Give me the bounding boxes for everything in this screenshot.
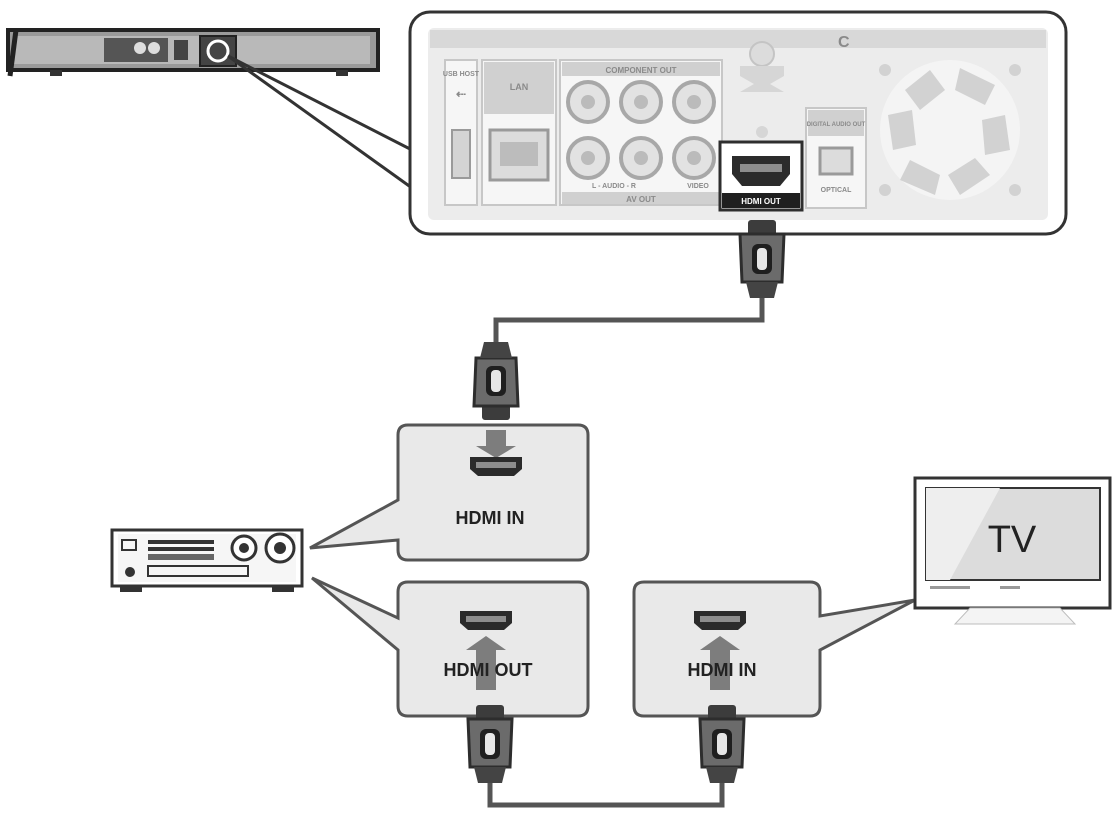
receiver-hdmi-in-callout: HDMI IN: [309, 423, 590, 562]
hdmi-cable-receiver-to-tv: [487, 780, 725, 808]
panel-screw: [740, 41, 784, 138]
receiver-hdmi-in-label: HDMI IN: [456, 508, 525, 528]
hdmi-cable-player-to-receiver: [493, 292, 765, 345]
component-av-section: COMPONENT OUT L - AUDIO - R VIDEO AV OUT: [559, 59, 723, 206]
rear-panel: C USB HOST ⇠ LAN COMPONENT OUT: [408, 10, 1068, 236]
av-receiver: [110, 528, 304, 592]
blu-ray-player: [6, 28, 380, 77]
tv-hdmi-in-label: HDMI IN: [688, 660, 757, 680]
svg-text:C: C: [838, 34, 850, 51]
fan-grille: [879, 60, 1021, 200]
usb-host-label: USB HOST: [443, 71, 480, 78]
hdmi-plug-receiver-in: [472, 340, 520, 422]
digital-audio-section: DIGITAL AUDIO OUT OPTICAL: [805, 107, 867, 209]
zoom-lines: [227, 54, 413, 190]
tv-label: TV: [988, 519, 1037, 561]
lan-port-section: LAN: [481, 59, 557, 206]
audio-label: L - AUDIO - R: [592, 183, 636, 190]
usb-symbol: ⇠: [456, 87, 466, 101]
tv-set: TV: [913, 476, 1112, 625]
optical-label: OPTICAL: [821, 187, 852, 194]
usb-port-section: USB HOST ⇠: [443, 59, 480, 206]
optical-port: [818, 146, 854, 176]
receiver-hdmi-out-label: HDMI OUT: [444, 660, 533, 680]
hdmi-out-port-highlight: HDMI OUT: [718, 140, 804, 212]
digital-audio-label: DIGITAL AUDIO OUT: [807, 122, 866, 128]
av-out-label: AV OUT: [626, 195, 656, 204]
tv-hdmi-in-callout: HDMI IN: [632, 580, 916, 718]
receiver-hdmi-out-callout: HDMI OUT: [311, 576, 590, 718]
hdmi-out-panel-label: HDMI OUT: [741, 197, 781, 206]
usb-port: [451, 129, 471, 179]
video-label: VIDEO: [687, 183, 709, 190]
lan-label: LAN: [510, 82, 529, 92]
component-out-label: COMPONENT OUT: [605, 66, 676, 75]
